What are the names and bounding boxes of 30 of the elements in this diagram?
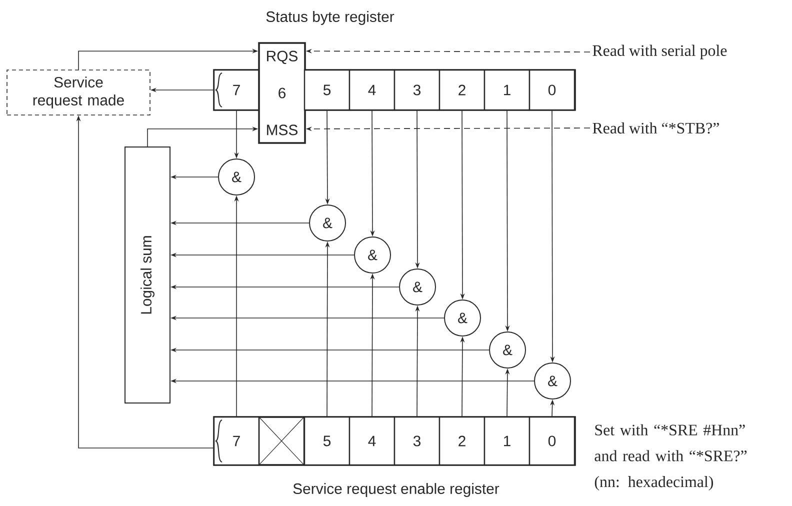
crossed-cell bbox=[258, 416, 305, 466]
bit-cell: 3 bbox=[394, 69, 440, 111]
note-text: Read with serial pole bbox=[592, 44, 727, 60]
and-gate: & bbox=[309, 204, 346, 242]
bit-cell: 4 bbox=[348, 69, 396, 111]
bit-cell: 0 bbox=[528, 69, 576, 111]
and-gate: & bbox=[489, 332, 526, 368]
and-gate: & bbox=[444, 300, 481, 336]
logic-box: Logical sum bbox=[124, 146, 170, 404]
bit-cell: 1 bbox=[484, 69, 530, 111]
note-text: Read with “*STB?” bbox=[592, 122, 719, 134]
dashed-box: Service request made bbox=[6, 70, 150, 116]
bit-cell: 4 bbox=[348, 416, 396, 466]
bit-cell: 7 bbox=[213, 69, 260, 111]
bit-cell: 5 bbox=[304, 69, 350, 111]
bit-cell: 3 bbox=[394, 416, 440, 466]
bit-cell: 5 bbox=[304, 416, 350, 466]
register-title: Service request enable register bbox=[293, 483, 500, 497]
bit-cell: 0 bbox=[528, 416, 576, 466]
bit-cell: 2 bbox=[438, 69, 486, 111]
and-gate: & bbox=[534, 362, 571, 400]
and-gate: & bbox=[354, 236, 391, 274]
and-gate: & bbox=[218, 158, 255, 196]
and-gate: & bbox=[399, 268, 436, 306]
note-text: Set with “*SRE #Hnn” and read with “*SRE?” (nn: hexadecimal) bbox=[594, 424, 747, 490]
bit-cell: 7 bbox=[213, 416, 260, 466]
register-title: Status byte register bbox=[266, 11, 394, 25]
bit-cell: 1 bbox=[484, 416, 530, 466]
bit-cell: 2 bbox=[438, 416, 486, 466]
register-frame bbox=[213, 69, 576, 111]
